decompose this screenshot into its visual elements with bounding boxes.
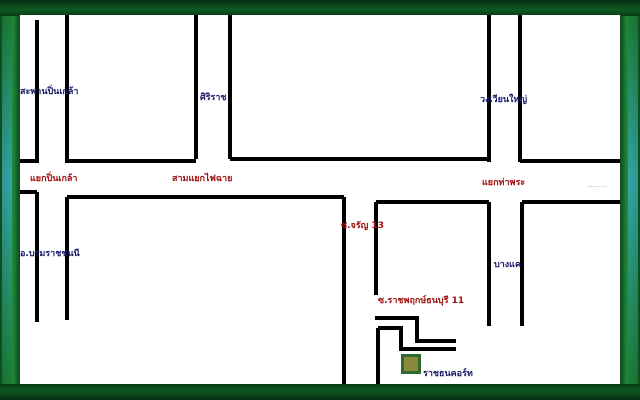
label-sam-yaek-fai-chai: สามแยกไฟฉาย [172, 174, 233, 184]
road-network [20, 15, 620, 384]
faint-mark [588, 178, 606, 187]
label-bang-khae: บางแค [494, 260, 521, 270]
label-soi-charan-13: ซ.จรัญ 13 [341, 221, 384, 231]
lane-segment [375, 316, 456, 343]
label-destination: ราชธนคอร์ท [423, 369, 473, 379]
label-siriraj: ศิริราช [200, 93, 227, 103]
label-wongwian-yai: วงเวียนใหญ่ [480, 95, 527, 105]
lane-segment [378, 326, 456, 351]
route-map: สะพานปิ่นเกล้า ศิริราช วงเวียนใหญ่ แยกปิ… [20, 15, 620, 384]
label-soi-wat-nuan-noradit: ซ.ราชพฤกษ์ธนบุรี 11 [378, 296, 465, 306]
frame-right-border [628, 16, 638, 384]
label-saphan-pin-klao: สะพานปิ่นเกล้า [20, 87, 79, 97]
label-thonburi-hospital: อ.บรมราชชนนี [20, 249, 80, 259]
label-yaek-tha-phra: แยกท่าพระ [482, 178, 526, 188]
frame-bottom-border [0, 384, 640, 400]
destination-marker [401, 354, 421, 374]
frame-top-border [0, 0, 640, 16]
label-yaek-pin-klao: แยกปิ่นเกล้า [30, 174, 78, 184]
frame-left-border [2, 16, 12, 384]
